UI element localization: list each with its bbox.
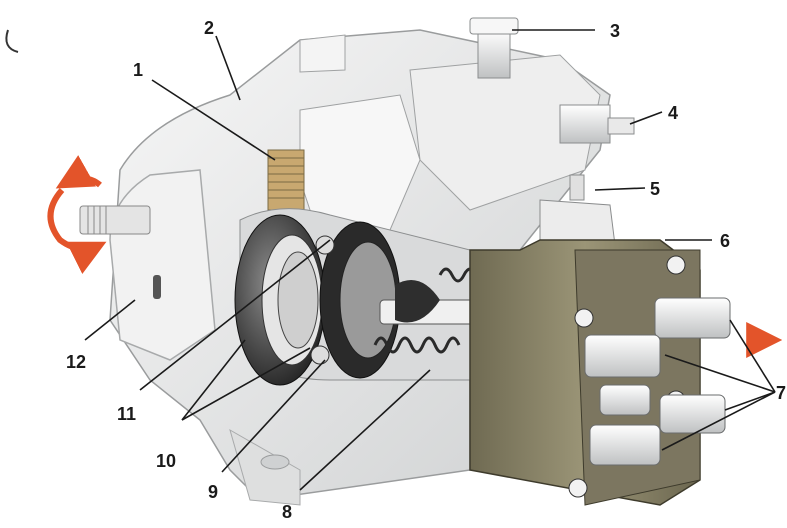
- rotation-arrow-icon: [47, 155, 107, 274]
- label-12: 12: [66, 352, 86, 372]
- label-1: 1: [133, 60, 143, 80]
- label-6: 6: [720, 231, 730, 251]
- label-10: 10: [156, 451, 176, 471]
- label-8: 8: [282, 502, 292, 522]
- label-11: 11: [117, 404, 136, 424]
- label-3: 3: [610, 21, 620, 41]
- label-4: 4: [668, 103, 678, 123]
- drive-shaft: [79, 205, 151, 235]
- callout-labels: 1 2 3 4 5 6 7 8 9 10 11 12: [66, 18, 786, 522]
- vane-pump: [234, 214, 326, 386]
- end-cover: [109, 169, 216, 361]
- label-2: 2: [204, 18, 214, 38]
- delivery-valves: [584, 297, 731, 466]
- label-5: 5: [650, 179, 660, 199]
- label-7: 7: [776, 383, 786, 403]
- corner-mark: [5, 29, 19, 53]
- label-9: 9: [208, 482, 218, 502]
- distributor-plunger: [373, 267, 491, 354]
- leader-lines: [84, 29, 776, 491]
